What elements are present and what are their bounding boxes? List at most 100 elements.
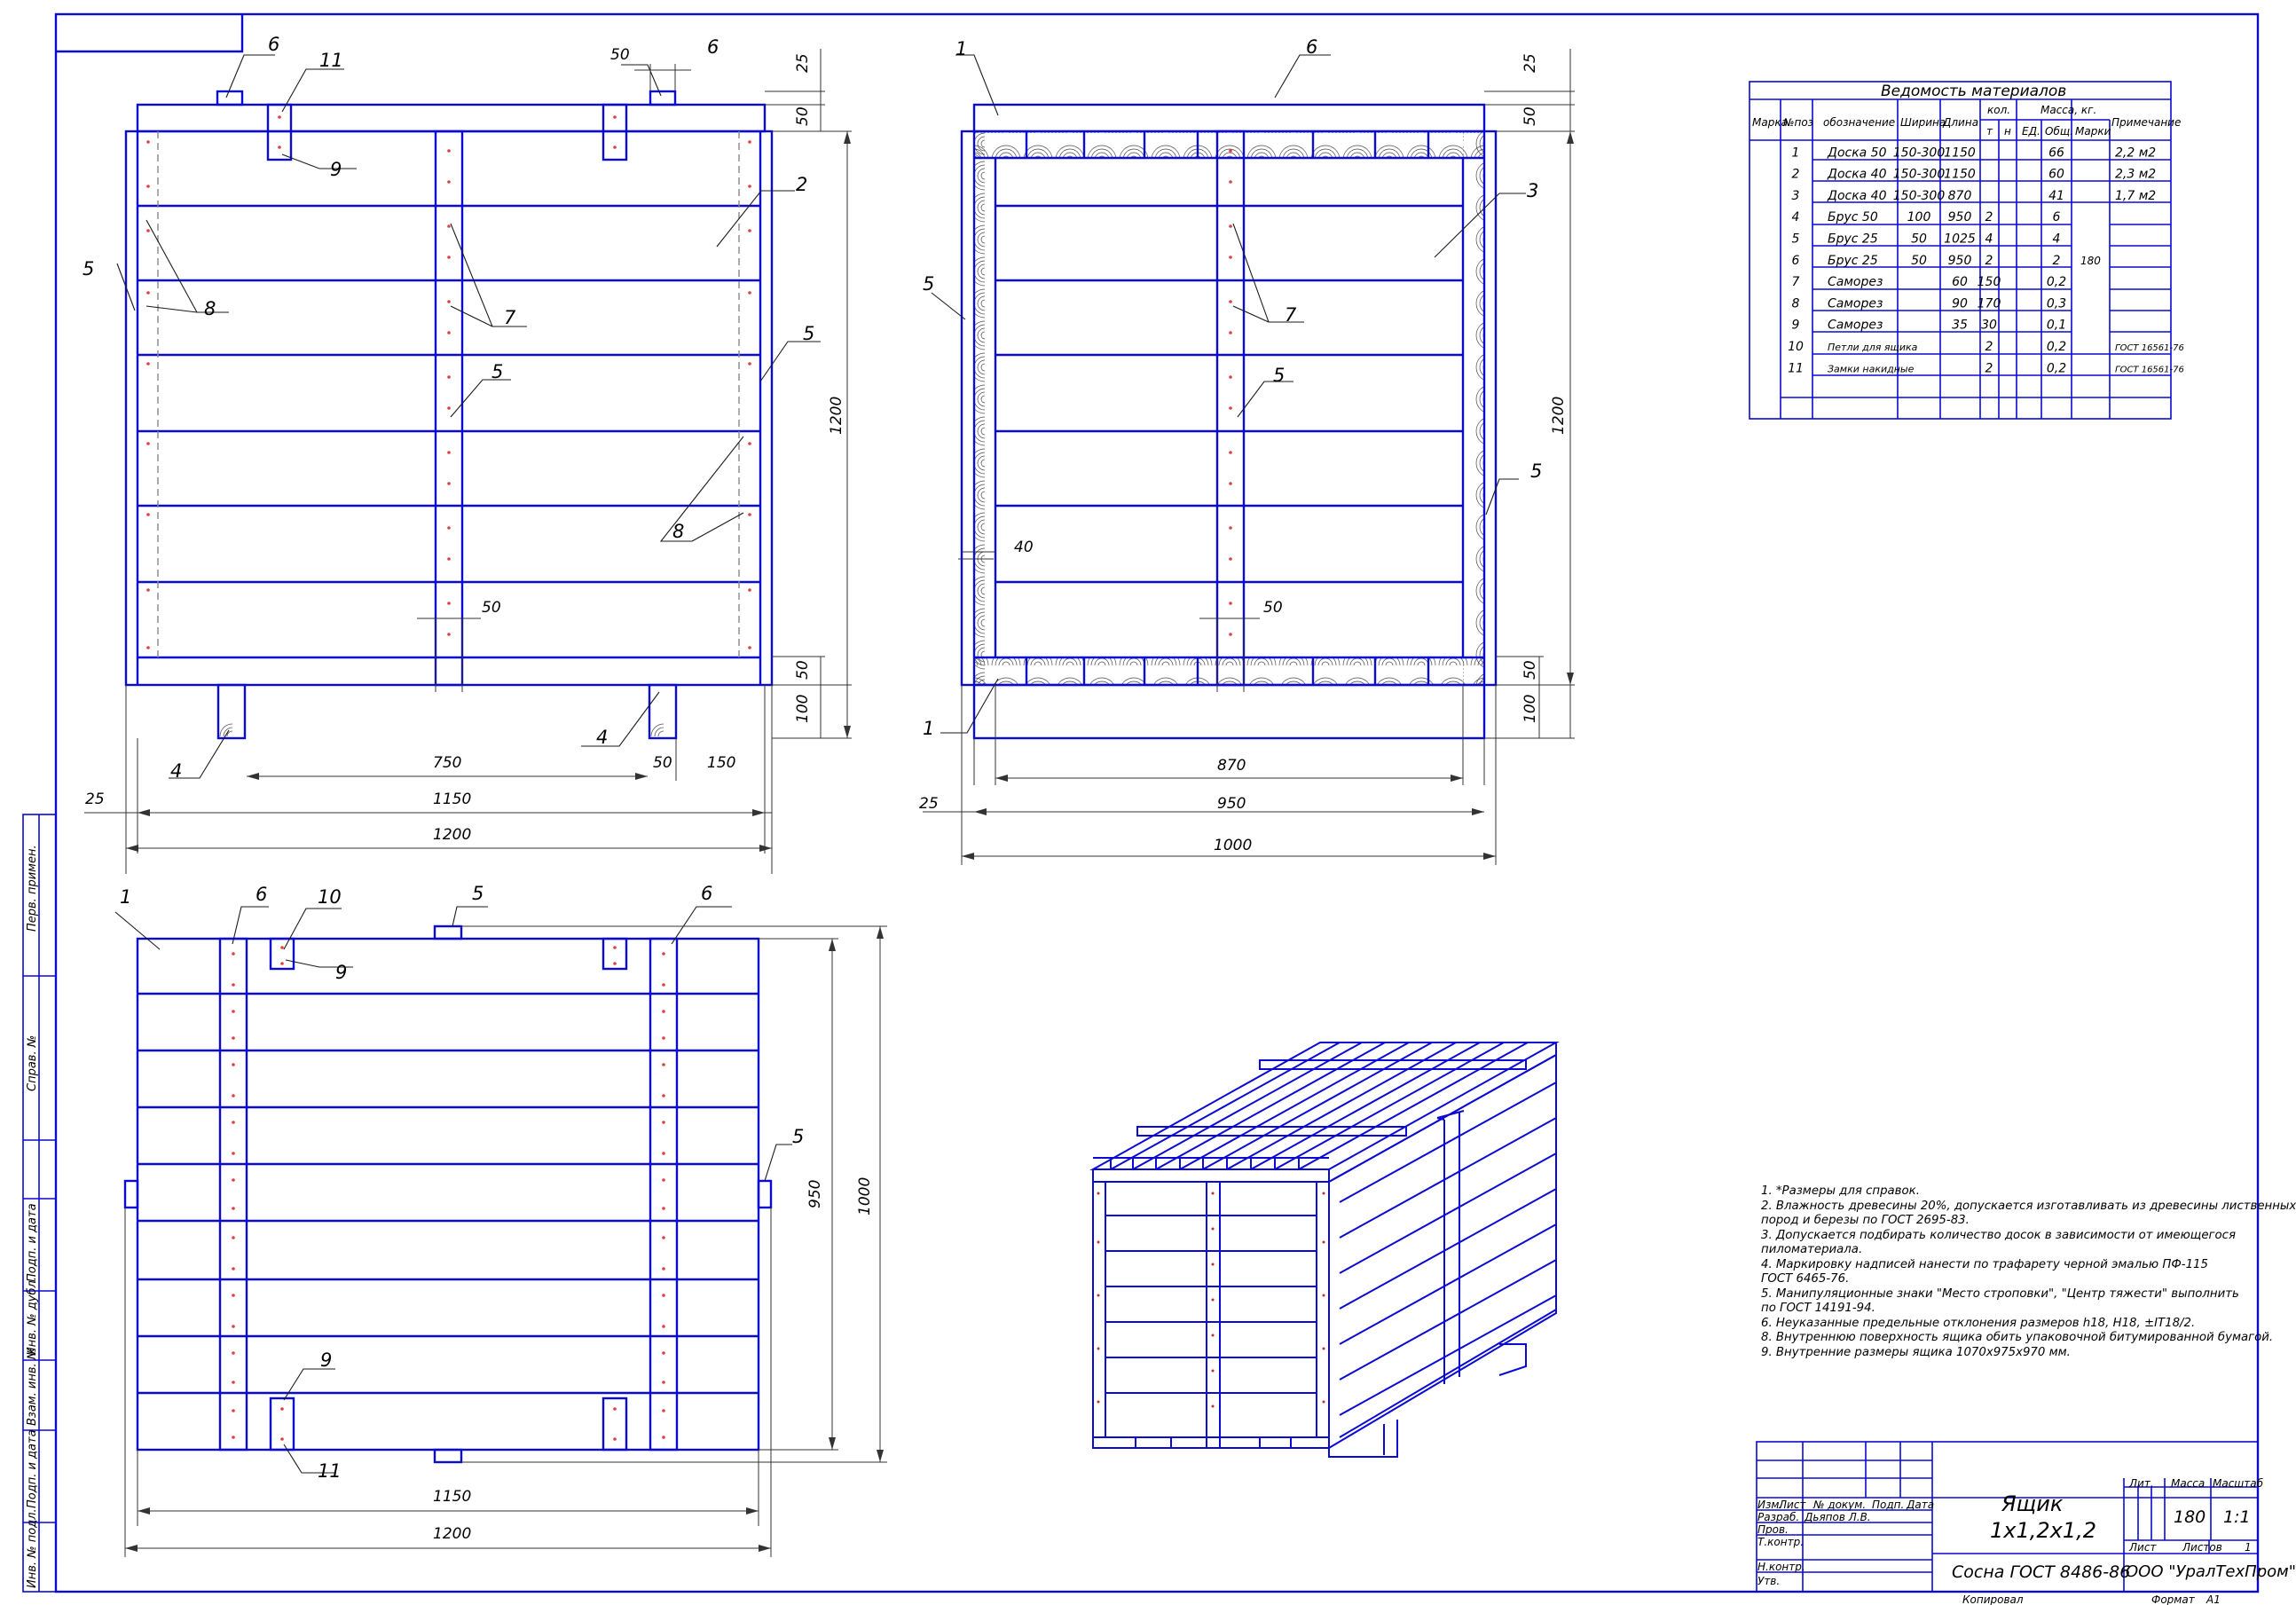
bom-cell-qty: 2 bbox=[1985, 340, 1993, 354]
tb-sheet-label: Лист bbox=[2128, 1541, 2157, 1554]
tb-sign: Подп. bbox=[1872, 1499, 1904, 1511]
bom-col-qty-n: н bbox=[2004, 125, 2011, 138]
bom-cell-pos: 7 bbox=[1792, 275, 1800, 289]
callout: 6 bbox=[701, 883, 712, 904]
callout: 4 bbox=[596, 727, 608, 748]
callout: 5 bbox=[923, 273, 934, 295]
bom-cell-total: 0,1 bbox=[2047, 319, 2066, 333]
dim-label: 100 bbox=[794, 695, 812, 723]
bom-cell-total: 0,2 bbox=[2047, 275, 2066, 289]
dim-label: 1200 bbox=[828, 397, 845, 435]
callout: 9 bbox=[330, 159, 342, 180]
bom-cell-total: 0,2 bbox=[2047, 340, 2066, 354]
callout: 10 bbox=[318, 886, 342, 908]
dim-label: 950 bbox=[806, 1180, 824, 1208]
bom-cell-name: Саморез bbox=[1828, 275, 1883, 289]
dim-label: 50 bbox=[610, 46, 630, 64]
note-line: 9. Внутренние размеры ящика 1070х975х970… bbox=[1761, 1345, 2071, 1359]
bom-cell-pos: 11 bbox=[1788, 361, 1804, 375]
bom-cell-qty: 4 bbox=[1985, 232, 1993, 247]
side-stamp-label: Подп. и дата bbox=[26, 1429, 39, 1508]
bom-cell-pos: 10 bbox=[1788, 340, 1804, 354]
tb-lit: Лит. bbox=[2128, 1477, 2154, 1490]
bom-cell-length: 950 bbox=[1948, 210, 1972, 224]
side-stamp-labels: Перв. примен. Справ. № Подп. и дата Инв.… bbox=[26, 845, 39, 1588]
bom-cell-pos: 4 bbox=[1792, 210, 1800, 224]
dim-label: 50 bbox=[1521, 106, 1539, 126]
tb-sheets-value: 1 bbox=[2245, 1541, 2252, 1554]
tb-tcontrol: Т.контр. bbox=[1757, 1536, 1804, 1548]
dim-label: 1000 bbox=[1214, 837, 1252, 854]
bom-cell-length: 1025 bbox=[1944, 232, 1976, 247]
callout: 6 bbox=[268, 34, 279, 55]
bom-cell-length: 950 bbox=[1948, 254, 1972, 268]
dim-label: 1150 bbox=[433, 1488, 471, 1506]
dim-label: 25 bbox=[794, 53, 812, 73]
callout: 4 bbox=[170, 760, 182, 782]
note-line: 6. Неуказанные предельные отклонения раз… bbox=[1761, 1316, 2196, 1330]
note-line: пород и березы по ГОСТ 2695-83. bbox=[1761, 1214, 1970, 1227]
callout: 1 bbox=[923, 718, 934, 739]
dim-label: 1000 bbox=[856, 1177, 874, 1216]
bom-cell-total: 66 bbox=[2048, 146, 2064, 160]
title-block-text: Изм. Лист № докум. Подп. Дата Разраб. Дь… bbox=[1757, 1477, 2296, 1605]
bom-col-mass-unit: ЕД. bbox=[2022, 125, 2040, 138]
bom-col-length: Длина bbox=[1942, 116, 1978, 129]
bom-cell-name: Саморез bbox=[1828, 319, 1883, 333]
bom-col-width: Ширина bbox=[1900, 116, 1946, 129]
dim-label: 50 bbox=[1263, 599, 1283, 617]
dim-label: 150 bbox=[707, 754, 735, 772]
drawing-title: Ящик bbox=[2001, 1491, 2064, 1516]
dim-label: 25 bbox=[1521, 53, 1539, 73]
bom-cell-total: 6 bbox=[2053, 210, 2061, 224]
bom-cell-note: ГОСТ 16561-76 bbox=[2115, 343, 2184, 353]
bom-cell-note: 1,7 м2 bbox=[2115, 189, 2156, 203]
callout: 5 bbox=[792, 1126, 804, 1147]
side-view-callouts: 1 6 5 3 7 5 5 1 bbox=[923, 36, 1542, 739]
tb-doc: № докум. bbox=[1812, 1499, 1866, 1511]
bom-cell-note: ГОСТ 16561-76 bbox=[2115, 365, 2184, 374]
tb-scale-value: 1:1 bbox=[2223, 1507, 2251, 1527]
isometric-view bbox=[1089, 1042, 1560, 1458]
callout: 5 bbox=[1530, 460, 1542, 482]
front-view-callouts: 6 11 9 6 5 8 7 2 5 5 8 4 4 bbox=[83, 34, 814, 782]
bom-cell-note: 2,3 м2 bbox=[2115, 168, 2156, 182]
sheet-frame bbox=[54, 12, 2260, 1593]
bom-cell-total: 0,3 bbox=[2047, 296, 2066, 311]
bom-cell-pos: 6 bbox=[1792, 254, 1800, 268]
callout: 11 bbox=[319, 50, 343, 71]
bom-cell-width: 150-300 bbox=[1893, 146, 1946, 160]
note-line: 4. Маркировку надписей нанести по трафар… bbox=[1761, 1257, 2208, 1271]
tb-developer-name: Дьяпов Л.В. bbox=[1804, 1511, 1871, 1523]
bom-cell-qty: 150 bbox=[1978, 275, 2001, 289]
callout: 5 bbox=[83, 258, 94, 279]
bom-cell-width: 50 bbox=[1911, 254, 1927, 268]
note-line: 8. Внутреннюю поверхность ящика обить уп… bbox=[1761, 1331, 2274, 1344]
tb-copied: Копировал bbox=[1962, 1593, 2024, 1605]
callout: 3 bbox=[1527, 180, 1538, 201]
bom-cell-qty: 2 bbox=[1985, 361, 1993, 375]
callout: 6 bbox=[707, 36, 719, 58]
bom-col-qty: кол. bbox=[1987, 104, 2010, 116]
note-line: по ГОСТ 14191-94. bbox=[1761, 1302, 1875, 1315]
tb-change: Изм. bbox=[1757, 1499, 1782, 1511]
front-view-dims: 50 25 50 1200 50 100 50 750 50 150 25 11… bbox=[85, 46, 845, 844]
dim-label: 25 bbox=[85, 791, 105, 808]
note-line: 1. *Размеры для справок. bbox=[1761, 1184, 1920, 1198]
callout: 5 bbox=[472, 883, 484, 904]
bom-cell-length: 35 bbox=[1952, 319, 1968, 333]
note-line: 3. Допускается подбирать количество досо… bbox=[1761, 1228, 2236, 1242]
bom-col-designation: обозначение bbox=[1823, 116, 1895, 129]
bom-cell-name: Доска 40 bbox=[1827, 189, 1887, 203]
bom-cell-pos: 1 bbox=[1792, 146, 1800, 160]
bom-cell-name: Брус 25 bbox=[1828, 254, 1878, 268]
bom-cell-qty: 170 bbox=[1978, 296, 2001, 311]
dim-label: 100 bbox=[1521, 695, 1539, 723]
bom-cell-name: Доска 50 bbox=[1827, 146, 1887, 160]
bom-cell-width: 50 bbox=[1911, 232, 1927, 247]
dim-label: 50 bbox=[1521, 660, 1539, 680]
side-stamp-label: Подп. и дата bbox=[26, 1203, 39, 1282]
dim-label: 1200 bbox=[433, 826, 471, 844]
